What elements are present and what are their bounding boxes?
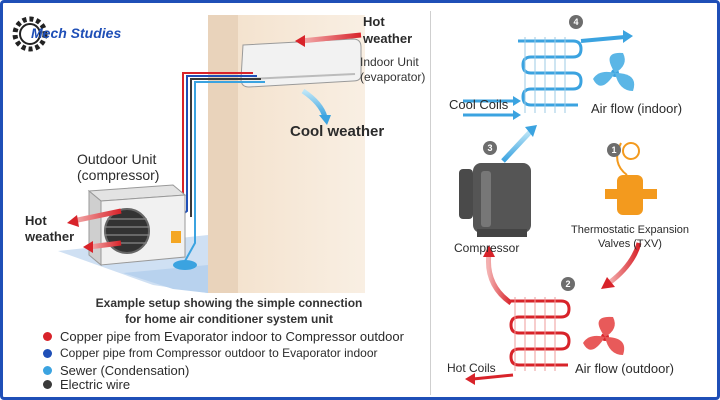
legend-item-wire: Electric wire [43,377,130,392]
txv-to-hotcoils-arrow [601,242,642,289]
panel-divider [430,11,431,395]
step-badge-4: 4 [569,15,583,29]
legend-item-blue-pipe: Copper pipe from Compressor outdoor to E… [43,346,378,360]
condensation-puddle [173,260,197,270]
compressor-illustration [459,163,531,237]
outdoor-unit-illustration [87,184,187,267]
cool-weather-arrow [301,88,331,125]
txv-label: Thermostatic Expansion Valves (TXV) [571,224,689,250]
logo-text: Mech Studies [31,25,122,41]
indoor-fan-icon [593,52,635,91]
legend-red-dot [43,332,52,341]
hot-weather-label-left: Hot weather [25,213,75,244]
legend-label: Electric wire [60,377,131,392]
legend-lightblue-dot [43,366,52,375]
step-badge-2: 2 [561,277,575,291]
cool-coils-inflow-arrows [463,96,521,120]
legend-item-red-pipe: Copper pipe from Evaporator indoor to Co… [43,329,404,344]
indoor-unit-illustration [240,38,362,88]
hot-coils-label: Hot Coils [447,361,496,375]
legend-item-sewer: Sewer (Condensation) [43,363,189,378]
outdoor-airflow-arrow [465,373,514,385]
air-flow-outdoor-label: Air flow (outdoor) [575,361,674,376]
air-flow-indoor-label: Air flow (indoor) [591,101,683,116]
hot-weather-label-top: Hot weather [363,14,413,46]
logo-gear-icon [12,16,48,52]
hot-weather-arrow-top [295,32,362,47]
legend-label: Copper pipe from Compressor outdoor to E… [60,346,378,360]
outdoor-unit-label: Outdoor Unit (compressor) [77,151,160,183]
legend-label: Sewer (Condensation) [60,363,190,378]
cool-coils-illustration [518,37,583,113]
step-badge-1: 1 [607,143,621,157]
legend-blue-dot [43,348,52,358]
step-badge-3: 3 [483,141,497,155]
compressor-to-coils-arrow [501,125,537,163]
hot-coils-illustration [508,297,571,371]
compressor-label: Compressor [454,241,520,255]
setup-caption: Example setup showing the simple connect… [95,296,363,326]
cool-coils-label: Cool Coils [449,97,509,112]
indoor-unit-label: Indoor Unit (evaporator) [360,55,426,84]
hotcoils-to-compressor-arrow [483,245,513,306]
legend-label: Copper pipe from Evaporator indoor to Co… [60,329,404,344]
hot-weather-arrow-left [67,208,122,253]
legend-dark-dot [43,380,52,389]
outdoor-fan-icon [583,316,625,355]
indoor-airflow-arrow [580,30,633,43]
illustration-canvas [12,15,657,385]
cool-weather-label: Cool weather [290,123,385,140]
